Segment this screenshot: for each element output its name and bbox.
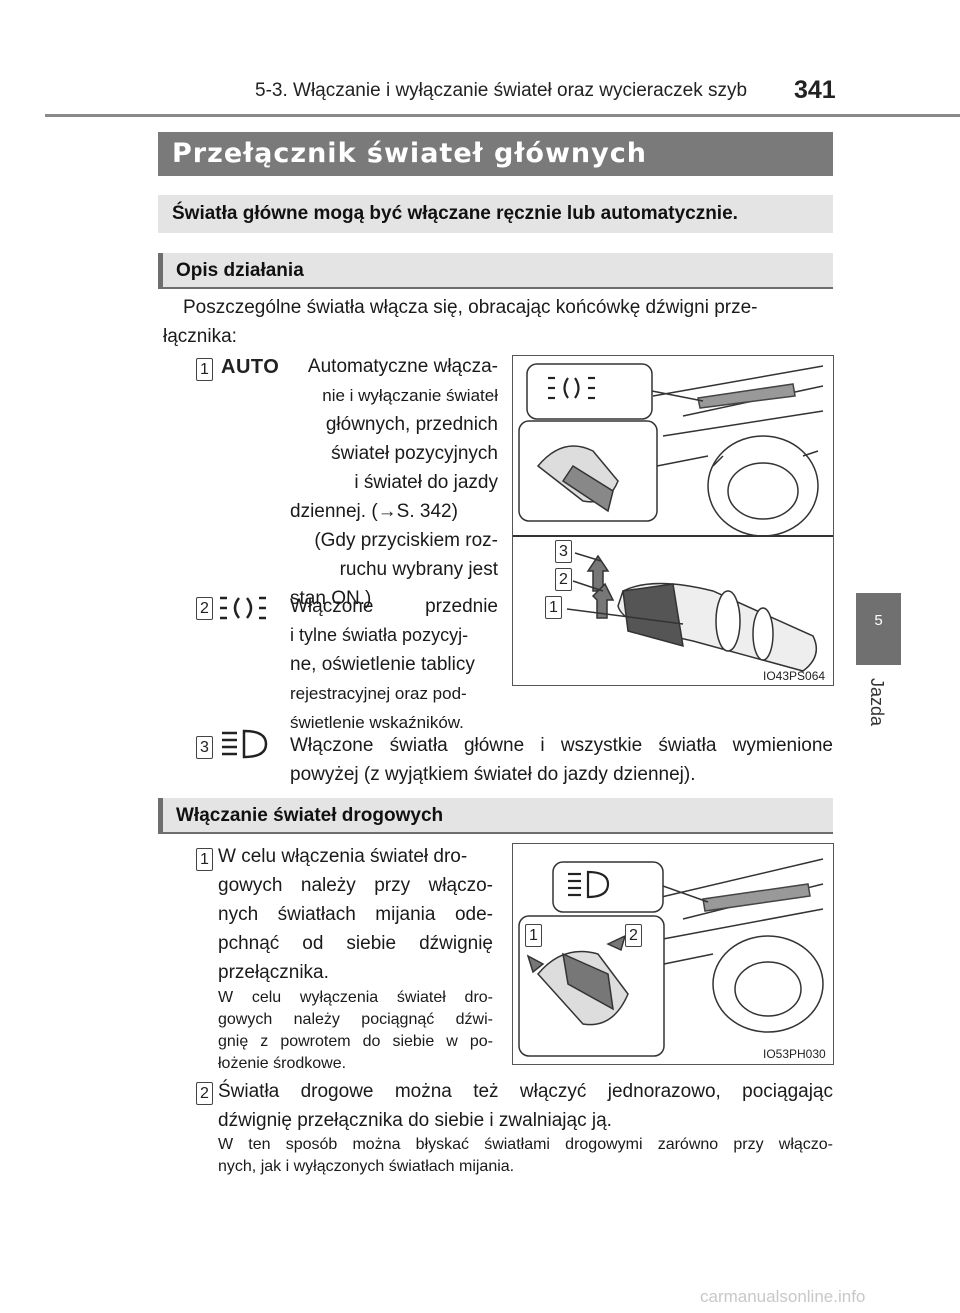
- figure-1-drawing: [513, 363, 833, 672]
- item-2-text: Włączone przednie i tylne światła pozycy…: [290, 592, 498, 737]
- high-beam-item-2-text: Światła drogowe można też włączyć jednor…: [218, 1077, 833, 1135]
- figure-1-code: IO43PS064: [763, 669, 826, 683]
- item-number-3: 3: [196, 736, 213, 759]
- section-heading-operation: Opis działania: [176, 260, 304, 281]
- high-beam-item-2-line: Światła drogowe można też włączyć jednor…: [218, 1081, 833, 1102]
- item-2-line: ne, oświetlenie tablicy: [290, 654, 475, 675]
- item-1-line: i świateł do jazdy: [354, 472, 498, 493]
- high-beam-note-line: W celu wyłączenia świateł dro-: [218, 989, 493, 1006]
- section-heading-bar: [158, 253, 833, 289]
- item-1-line: (Gdy przyciskiem roz-: [314, 530, 498, 551]
- item-1-line: głównych, przednich: [325, 414, 498, 435]
- high-beam-line: gowych należy przy włączo-: [218, 875, 493, 896]
- high-beam-item-2-note-line: nych, jak i wyłączonych światłach mijani…: [218, 1158, 515, 1175]
- item-1-line: stan ON.): [290, 588, 372, 609]
- high-beam-item-1-note: W celu wyłączenia świateł dro- gowych na…: [218, 987, 493, 1075]
- section-heading-marker: [158, 798, 163, 834]
- section-heading-marker: [158, 253, 163, 289]
- item-2-line: Włączone przednie: [290, 596, 498, 617]
- item-2-line: rejestracyjnej oraz pod-: [290, 684, 467, 703]
- high-beam-item-2-note: W ten sposób można błyskać światłami dro…: [218, 1134, 833, 1178]
- chapter-number: 5: [874, 612, 883, 629]
- high-beam-line: pchnąć od siebie dźwignię: [218, 933, 493, 954]
- high-beam-item-2-note-line: W ten sposób można błyskać światłami dro…: [218, 1136, 833, 1153]
- page-number: 341: [794, 76, 836, 104]
- header-divider: [45, 114, 960, 117]
- figure-2-callout-2: 2: [625, 924, 642, 947]
- watermark: carmanualsonline.info: [700, 1287, 866, 1306]
- figure-2-callout-1: 1: [525, 924, 542, 947]
- high-beam-note-line: łożenie środkowe.: [218, 1055, 347, 1072]
- item-3-line: Włączone światła główne i wszystkie świa…: [290, 735, 833, 756]
- high-beam-item-2-line: dźwignię przełącznika do siebie i zwalni…: [218, 1110, 612, 1131]
- item-1-line: dziennej. (→S. 342): [290, 501, 458, 522]
- intro-line-2: łącznika:: [163, 326, 237, 347]
- title-bar: [158, 132, 833, 176]
- item-2-line: świetlenie wskaźników.: [290, 713, 464, 732]
- summary-bar: [158, 195, 833, 233]
- high-beam-icon: [220, 728, 270, 762]
- item-2-line: i tylne światła pozycyj-: [290, 625, 469, 645]
- page-title: Przełącznik świateł głównych: [172, 138, 647, 169]
- item-1-text: Automatyczne włącza- nie i wyłączanie św…: [290, 352, 498, 613]
- chapter-tab: [856, 593, 901, 665]
- figure-1-icon: [548, 376, 595, 400]
- item-3-line: powyżej (z wyjątkiem świateł do jazdy dz…: [290, 764, 696, 785]
- high-beam-item-number-2: 2: [196, 1082, 213, 1105]
- item-1-line: świateł pozycyjnych: [331, 443, 498, 464]
- figure-1-callout-2: 2: [555, 568, 572, 591]
- high-beam-line: nych światłach mijania ode-: [218, 904, 493, 925]
- figure-2-icon: [568, 870, 610, 899]
- figure-headlight-switch: 3 2 1 IO43PS064: [512, 355, 834, 686]
- high-beam-note-line: gnię z powrotem do siebie w po-: [218, 1033, 493, 1050]
- section-heading-high-beam: Włączanie świateł drogowych: [176, 805, 444, 826]
- parking-lights-icon: [218, 593, 268, 623]
- figure-1-callout-3: 3: [555, 540, 572, 563]
- high-beam-item-number-1: 1: [196, 848, 213, 871]
- item-1-line: ruchu wybrany jest: [339, 559, 498, 580]
- item-1-line: nie i wyłączanie świateł: [322, 386, 498, 405]
- intro-line-1: Poszczególne światła włącza się, obracaj…: [183, 297, 758, 318]
- running-header-title: 5-3. Włączanie i wyłączanie świateł oraz…: [255, 80, 748, 101]
- figure-high-beam-lever: 1 2 IO53PH030: [512, 843, 834, 1065]
- item-1-line: Automatyczne włącza-: [307, 356, 498, 377]
- figure-1-callout-1: 1: [545, 596, 562, 619]
- chapter-label: Jazda: [867, 678, 887, 727]
- high-beam-line: W celu włączenia świateł dro-: [218, 846, 468, 867]
- high-beam-item-1-text: W celu włączenia świateł dro- gowych nal…: [218, 842, 493, 987]
- high-beam-line: przełącznika.: [218, 962, 329, 983]
- high-beam-note-line: gowych należy pociągnąć dźwi-: [218, 1011, 493, 1028]
- section-heading-bar: [158, 798, 833, 834]
- figure-2-code: IO53PH030: [763, 1047, 826, 1061]
- item-3-text: Włączone światła główne i wszystkie świa…: [290, 731, 833, 789]
- figure-2-drawing: [518, 858, 824, 1057]
- auto-symbol: AUTO: [221, 356, 280, 378]
- item-number-1: 1: [196, 358, 213, 381]
- item-number-2: 2: [196, 597, 213, 620]
- summary-text: Światła główne mogą być włączane ręcznie…: [172, 203, 738, 224]
